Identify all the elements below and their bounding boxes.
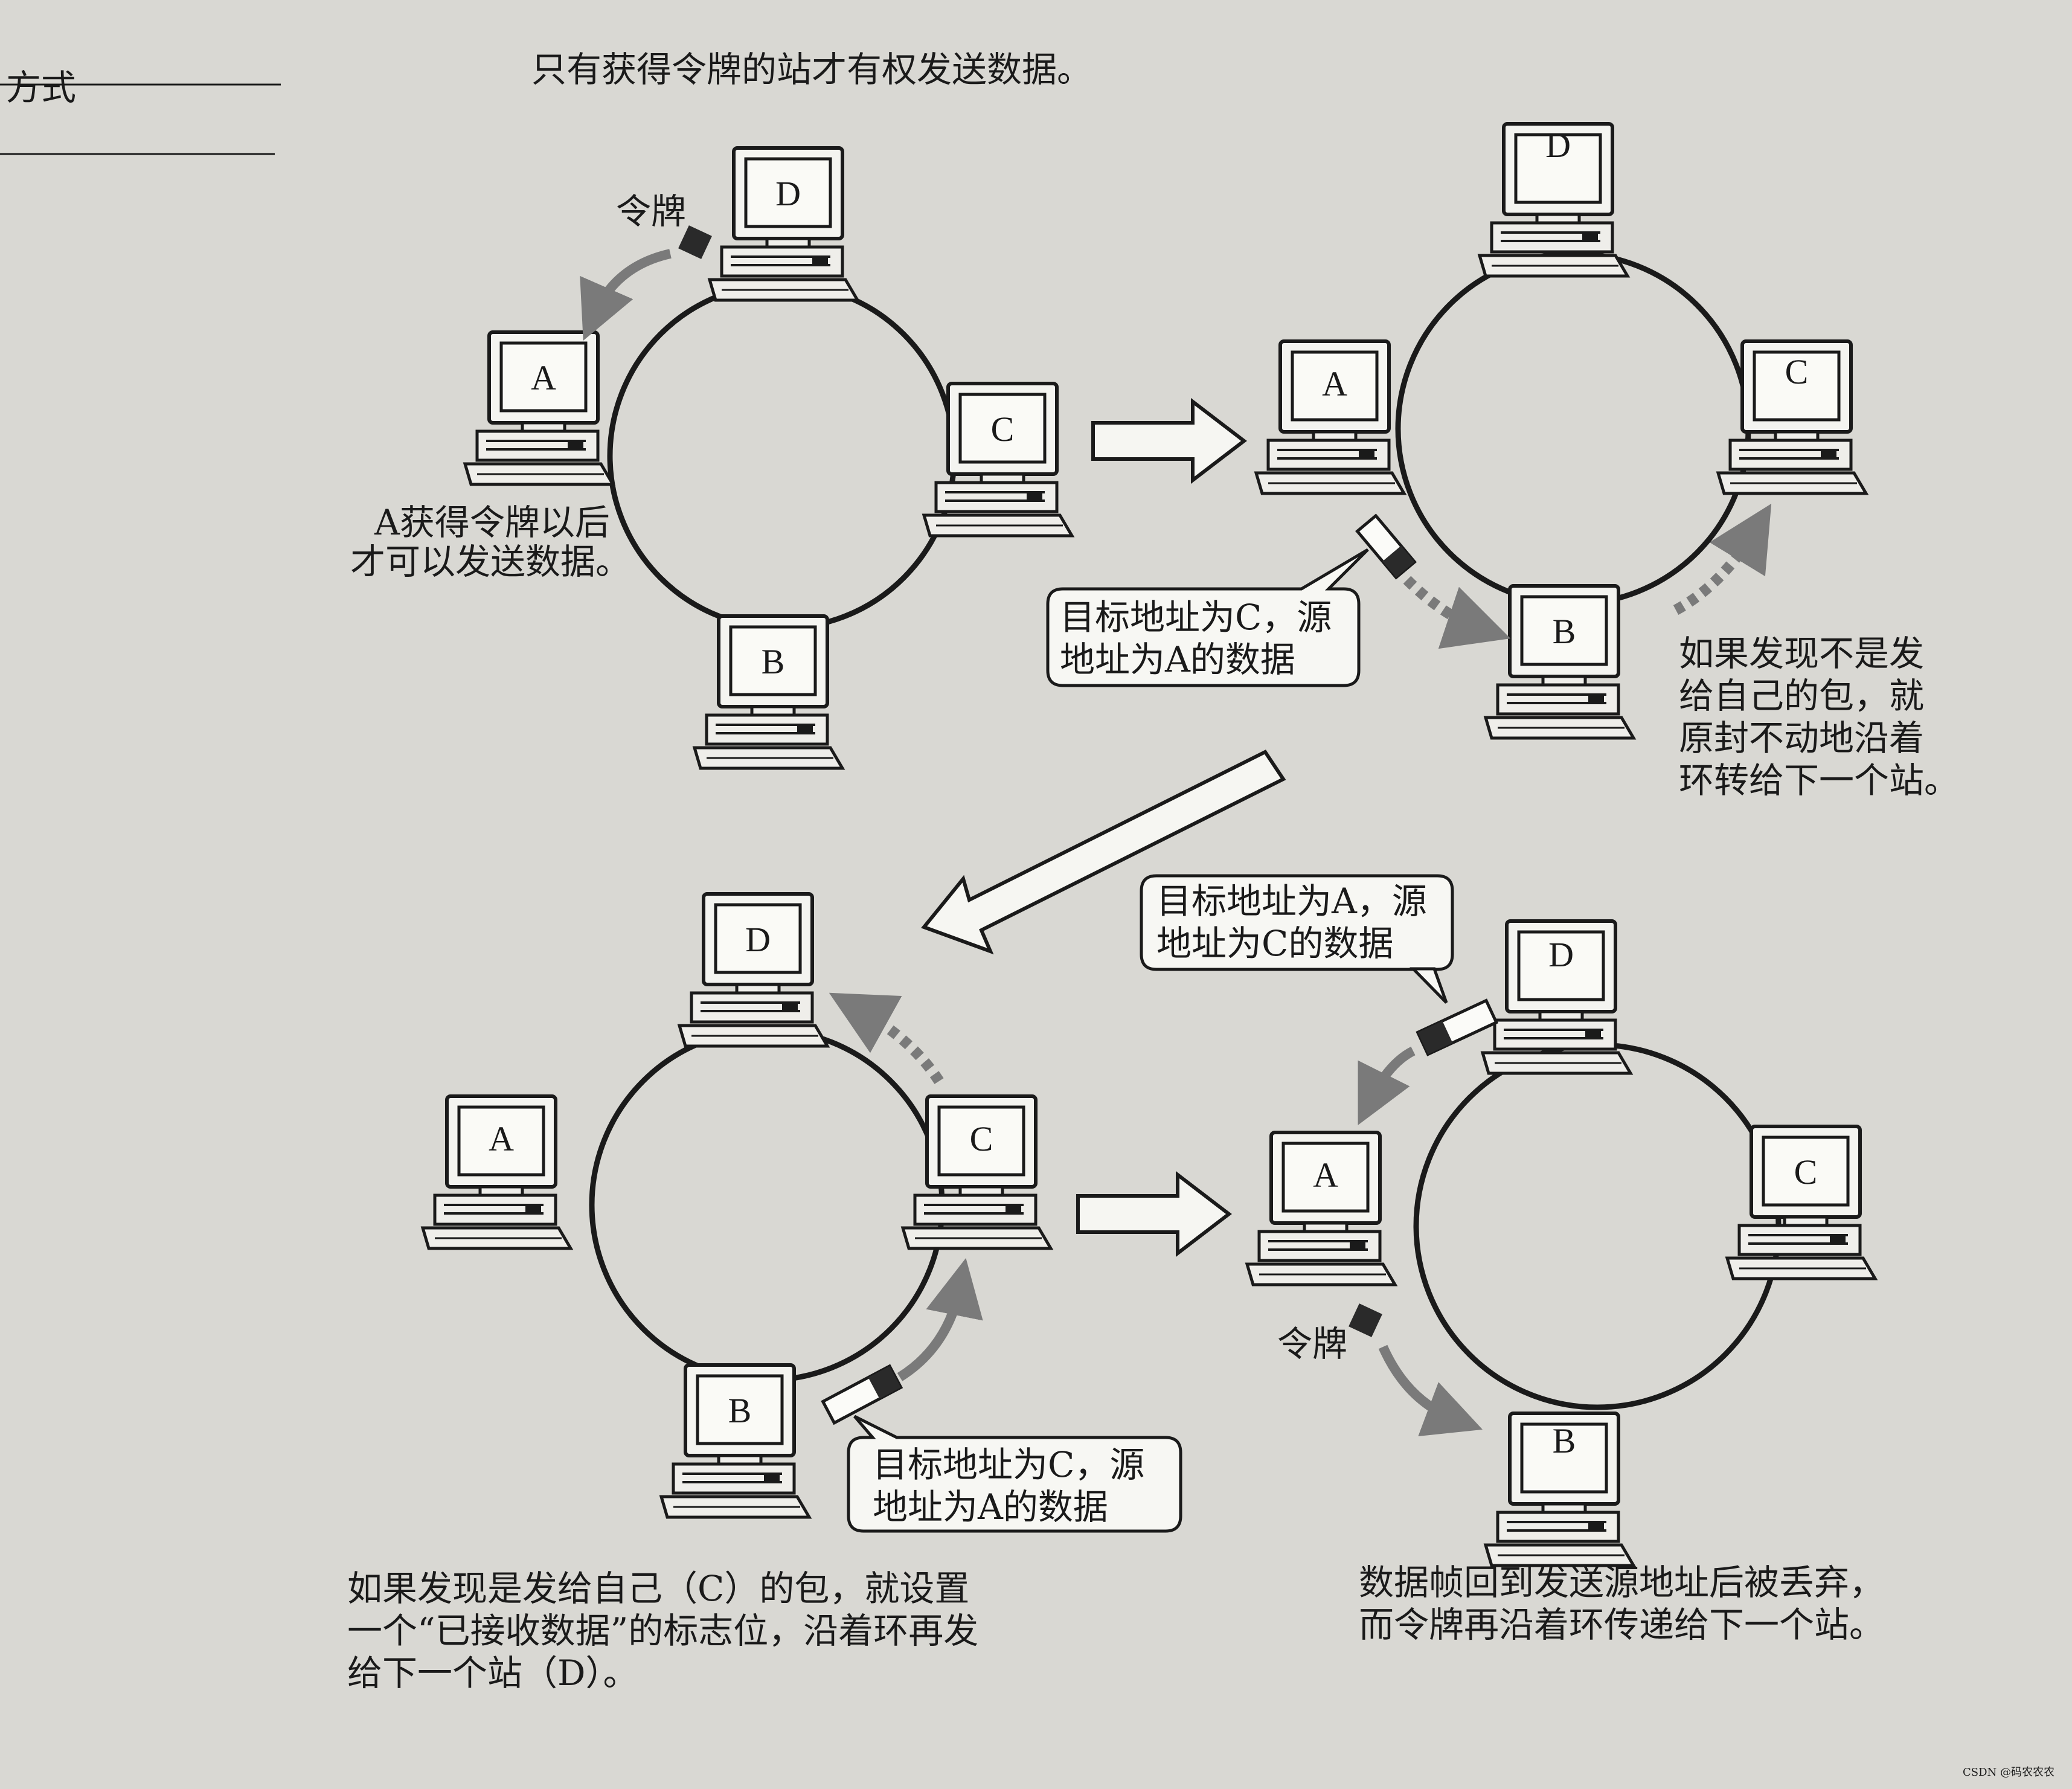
token-pass-arrow <box>580 249 672 341</box>
station-a-label: A <box>489 1119 514 1158</box>
station-a: A <box>423 1096 571 1248</box>
diagram-title: 只有获得令牌的站才有权发送数据。 <box>531 49 1092 90</box>
station-d: D <box>1483 921 1631 1073</box>
station-d-label: D <box>745 920 771 959</box>
panel2-note-line-4: 环转给下一个站。 <box>1679 760 1959 801</box>
return-arrow <box>1358 1046 1416 1125</box>
station-a-label: A <box>1313 1155 1338 1195</box>
station-a: A <box>1247 1132 1395 1285</box>
station-d: D <box>679 894 827 1046</box>
step-arrow-3 <box>1076 1171 1232 1257</box>
station-b-label: B <box>762 642 785 681</box>
panel3-note-line-1: 如果发现是发给自己（C）的包，就设置 <box>347 1568 969 1609</box>
ring-network <box>1413 1042 1782 1410</box>
station-c-label: C <box>991 410 1015 449</box>
station-b-label: B <box>728 1391 752 1430</box>
panel2-note-line-2: 给自己的包，就 <box>1679 675 1924 716</box>
packet-flow-arrow <box>1403 576 1511 649</box>
watermark: CSDN @码农农农 <box>1963 1766 2054 1779</box>
data-packet <box>1416 998 1499 1056</box>
panel-2: D A C B 目标地址为C，源 地址为A的数据 如果发现不是发 给自己的包，就… <box>1046 124 1959 801</box>
panel2-note-line-3: 原封不动地沿着 <box>1679 718 1924 759</box>
station-c: C <box>903 1096 1051 1248</box>
bubble-line-2: 地址为A的数据 <box>873 1486 1108 1527</box>
token-pass-arrow <box>1378 1344 1483 1437</box>
panel4-note-line-1: 数据帧回到发送源地址后被丢弃， <box>1359 1562 1884 1603</box>
forward-to-d-arrow <box>829 992 944 1084</box>
forward-arrow <box>1673 503 1772 615</box>
bubble-line-2: 地址为C的数据 <box>1156 923 1393 964</box>
panel2-note-line-1: 如果发现不是发 <box>1679 633 1924 674</box>
station-b-label: B <box>1553 612 1576 651</box>
station-b: B <box>1486 1413 1634 1566</box>
station-a: A <box>465 332 613 484</box>
panel4-note-line-2: 而令牌再沿着环传递给下一个站。 <box>1359 1604 1884 1645</box>
packet-bubble <box>847 1415 1182 1533</box>
station-d: D <box>1480 124 1628 276</box>
bubble-line-1: 目标地址为C，源 <box>873 1444 1144 1485</box>
station-d-label: D <box>1545 126 1571 165</box>
ring-network <box>589 1027 945 1383</box>
panel1-note-line-1: A获得令牌以后 <box>374 502 610 543</box>
packet-bubble <box>1046 548 1369 687</box>
bubble-tail <box>1410 967 1448 1004</box>
station-c-label: C <box>1794 1152 1818 1192</box>
station-d-label: D <box>775 174 801 213</box>
station-a-label: A <box>1322 364 1347 403</box>
panel-3: D A C B 目标地址为C，源 地址为A的数据 如果发现是发给自己（C）的包，… <box>347 894 1182 1694</box>
data-packet <box>1355 513 1417 580</box>
panel3-note-line-2: 一个“已接收数据”的标志位，沿着环再发 <box>347 1610 978 1651</box>
station-d-label: D <box>1548 935 1574 974</box>
data-packet <box>821 1364 903 1425</box>
step-arrow-1 <box>1091 397 1247 484</box>
station-c: C <box>924 384 1072 536</box>
page-header: 方式 只有获得令牌的站才有权发送数据。 <box>0 49 1092 155</box>
token-label: 令牌 <box>1277 1323 1347 1364</box>
token-icon <box>678 225 712 259</box>
station-c: C <box>1718 341 1866 493</box>
station-b-label: B <box>1553 1421 1576 1460</box>
station-a-label: A <box>531 358 556 397</box>
station-b: B <box>661 1365 809 1517</box>
panel1-note-line-2: 才可以发送数据。 <box>350 541 630 582</box>
ring-network <box>1395 251 1751 607</box>
panel3-note-line-3: 给下一个站（D）。 <box>347 1652 638 1694</box>
ring-network <box>607 281 957 631</box>
station-a: A <box>1256 341 1404 493</box>
panel-1: D A C B 令牌 A获得令牌以后 才可以发送数据。 <box>350 148 1072 768</box>
step-arrow-2 <box>921 750 1286 955</box>
station-b: B <box>694 616 842 768</box>
token-label: 令牌 <box>616 191 686 232</box>
station-c: C <box>1727 1126 1875 1279</box>
bubble-line-1: 目标地址为A，源 <box>1156 881 1427 922</box>
bubble-line-2: 地址为A的数据 <box>1060 639 1295 680</box>
packet-flow-arrow <box>897 1257 983 1381</box>
station-c-label: C <box>1785 352 1809 391</box>
station-d: D <box>710 148 858 300</box>
station-c-label: C <box>970 1119 993 1158</box>
token-icon <box>1349 1303 1382 1337</box>
station-b: B <box>1486 586 1634 738</box>
panel-4: D A C B 目标地址为A，源 地址为C的数据 令牌 数据帧回到发送源地址后被… <box>1140 874 1884 1645</box>
header-fragment: 方式 <box>6 67 76 108</box>
bubble-line-1: 目标地址为C，源 <box>1060 597 1332 638</box>
packet-bubble <box>1140 874 1454 971</box>
